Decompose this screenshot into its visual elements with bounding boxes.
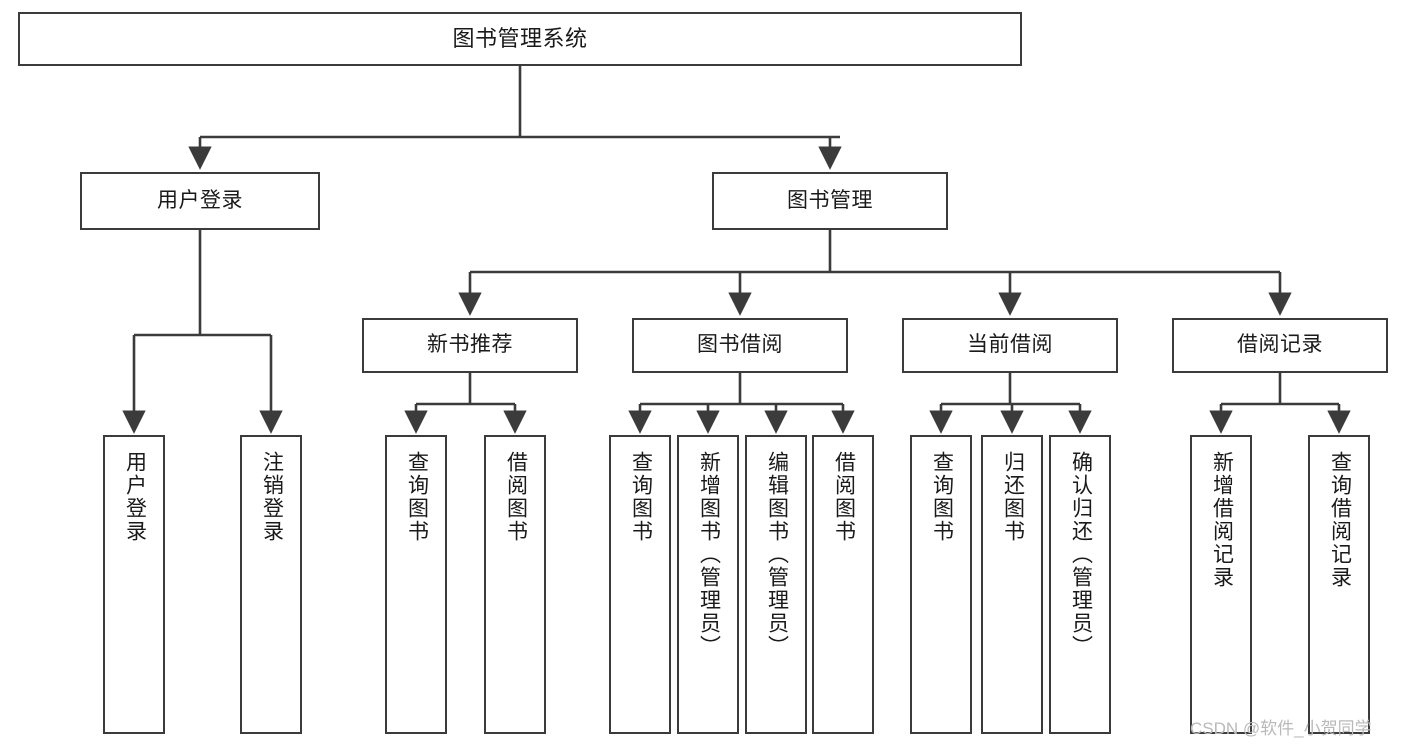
node-leaf-query-book-cur[interactable]: 查询图书	[910, 435, 972, 734]
node-leaf-query-record[interactable]: 查询借阅记录	[1308, 435, 1370, 734]
node-leaf-query-book-rec[interactable]: 查询图书	[385, 435, 447, 734]
node-leaf-query-record-label: 查询借阅记录	[1328, 451, 1352, 589]
node-book-manage[interactable]: 图书管理	[712, 172, 948, 230]
node-leaf-borrow-book[interactable]: 借阅图书	[812, 435, 874, 734]
node-leaf-confirm-return-label: 确认归还（管理员）	[1069, 451, 1093, 658]
node-leaf-query-book-rec-label: 查询图书	[405, 451, 429, 543]
csdn-watermark: CSDN @软件_小贺同学	[1190, 719, 1372, 738]
node-leaf-logout[interactable]: 注销登录	[240, 435, 302, 734]
node-new-book-rec[interactable]: 新书推荐	[362, 318, 578, 373]
node-book-manage-label: 图书管理	[787, 188, 873, 212]
node-leaf-query-book-cur-label: 查询图书	[930, 451, 954, 543]
node-leaf-logout-label: 注销登录	[260, 451, 284, 543]
node-leaf-add-record-label: 新增借阅记录	[1210, 451, 1234, 589]
node-leaf-add-record[interactable]: 新增借阅记录	[1190, 435, 1252, 734]
node-new-book-rec-label: 新书推荐	[427, 333, 513, 357]
node-book-borrow[interactable]: 图书借阅	[632, 318, 848, 373]
node-leaf-borrow-book-label: 借阅图书	[832, 451, 856, 543]
node-borrow-record-label: 借阅记录	[1237, 333, 1323, 357]
node-leaf-add-book[interactable]: 新增图书（管理员）	[677, 435, 739, 734]
node-leaf-add-book-label: 新增图书（管理员）	[697, 451, 721, 658]
node-root[interactable]: 图书管理系统	[18, 12, 1022, 66]
node-leaf-return-book[interactable]: 归还图书	[981, 435, 1043, 734]
node-leaf-user-login-label: 用户登录	[123, 451, 147, 543]
node-leaf-query-book[interactable]: 查询图书	[609, 435, 671, 734]
node-root-label: 图书管理系统	[452, 26, 588, 52]
node-leaf-return-book-label: 归还图书	[1001, 451, 1025, 543]
node-current-borrow[interactable]: 当前借阅	[902, 318, 1118, 373]
node-leaf-user-login[interactable]: 用户登录	[103, 435, 165, 734]
node-leaf-borrow-book-rec-label: 借阅图书	[504, 451, 528, 543]
node-current-borrow-label: 当前借阅	[967, 333, 1053, 357]
node-leaf-borrow-book-rec[interactable]: 借阅图书	[484, 435, 546, 734]
node-user-login-label: 用户登录	[157, 188, 243, 212]
node-leaf-edit-book[interactable]: 编辑图书（管理员）	[745, 435, 807, 734]
node-leaf-confirm-return[interactable]: 确认归还（管理员）	[1049, 435, 1111, 734]
node-user-login[interactable]: 用户登录	[80, 172, 320, 230]
node-leaf-query-book-label: 查询图书	[629, 451, 653, 543]
node-leaf-edit-book-label: 编辑图书（管理员）	[765, 451, 789, 658]
node-book-borrow-label: 图书借阅	[697, 333, 783, 357]
node-borrow-record[interactable]: 借阅记录	[1172, 318, 1388, 373]
